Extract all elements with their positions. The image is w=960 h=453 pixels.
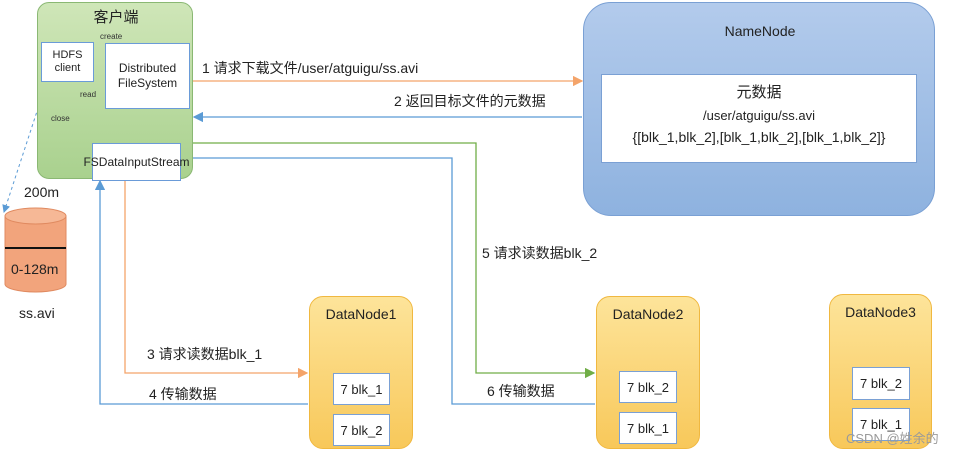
datanode2-block-1: 7 blk_2 xyxy=(619,371,677,403)
datanode3-container: DataNode3 7 blk_2 7 blk_1 xyxy=(829,294,932,449)
datanode3-title: DataNode3 xyxy=(845,304,916,320)
storage-range-label: 0-128m xyxy=(11,261,59,277)
datanode2-title: DataNode2 xyxy=(612,306,684,322)
namenode-container: NameNode 元数据 /user/atguigu/ss.avi {[blk_… xyxy=(583,2,935,216)
metadata-path: /user/atguigu/ss.avi xyxy=(702,108,815,123)
read-label: read xyxy=(80,90,97,99)
datanode1-block-2: 7 blk_2 xyxy=(333,414,390,446)
arrow-step4 xyxy=(94,179,308,405)
step4-label: 4 传输数据 xyxy=(149,386,217,402)
hdfs-client-box: HDFS client xyxy=(41,42,94,82)
arrow-step5 xyxy=(181,142,596,379)
storage-file-label: ss.avi xyxy=(19,305,55,321)
datanode3-block-1: 7 blk_2 xyxy=(852,367,910,400)
client-container: 客户端 HDFS client Distributed FileSystem F… xyxy=(37,2,193,181)
fsdatainputstream-box: FSDataInputStream xyxy=(83,143,190,181)
datanode2-container: DataNode2 7 blk_2 7 blk_1 xyxy=(596,296,700,449)
metadata-title: 元数据 xyxy=(736,84,782,101)
step3-label: 3 请求读数据blk_1 xyxy=(147,346,263,362)
close-label: close xyxy=(51,114,70,123)
arrow-step6 xyxy=(180,152,595,405)
step5-label: 5 请求读数据blk_2 xyxy=(482,245,598,261)
metadata-box: 元数据 /user/atguigu/ss.avi {[blk_1,blk_2],… xyxy=(601,74,917,163)
arrow-step3 xyxy=(124,181,309,379)
step1-label: 1 请求下载文件/user/atguigu/ss.avi xyxy=(202,60,419,76)
datanode1-container: DataNode1 7 blk_1 7 blk_2 xyxy=(309,296,413,449)
client-title: 客户端 xyxy=(93,9,139,26)
csdn-watermark: CSDN @姓余的 xyxy=(846,431,939,446)
step6-label: 6 传输数据 xyxy=(487,383,555,399)
namenode-title: NameNode xyxy=(724,23,796,39)
storage-cylinder xyxy=(4,207,67,293)
datanode3-block-2: 7 blk_1 xyxy=(852,408,910,441)
datanode2-block-2: 7 blk_1 xyxy=(619,412,677,444)
datanode1-block-1: 7 blk_1 xyxy=(333,373,390,405)
storage-size-label: 200m xyxy=(24,184,60,200)
datanode1-title: DataNode1 xyxy=(325,306,397,322)
step2-label: 2 返回目标文件的元数据 xyxy=(394,93,546,109)
metadata-blocks: {[blk_1,blk_2],[blk_1,blk_2],[blk_1,blk_… xyxy=(632,129,886,145)
distributed-filesystem-box: Distributed FileSystem xyxy=(105,43,190,109)
create-label: create xyxy=(100,32,123,41)
